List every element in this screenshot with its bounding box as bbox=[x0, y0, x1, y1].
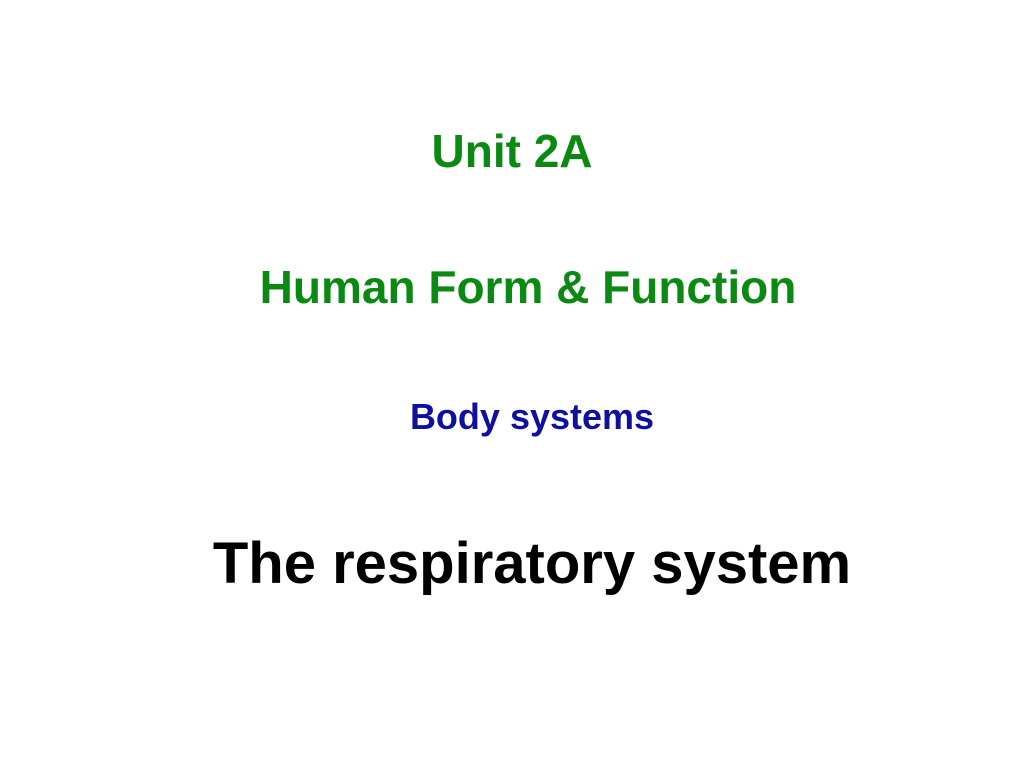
unit-title: Unit 2A bbox=[431, 125, 593, 177]
course-title: Human Form & Function bbox=[259, 261, 797, 313]
topic-subtitle: Body systems bbox=[409, 396, 655, 437]
subject-title: The respiratory system bbox=[212, 531, 852, 596]
